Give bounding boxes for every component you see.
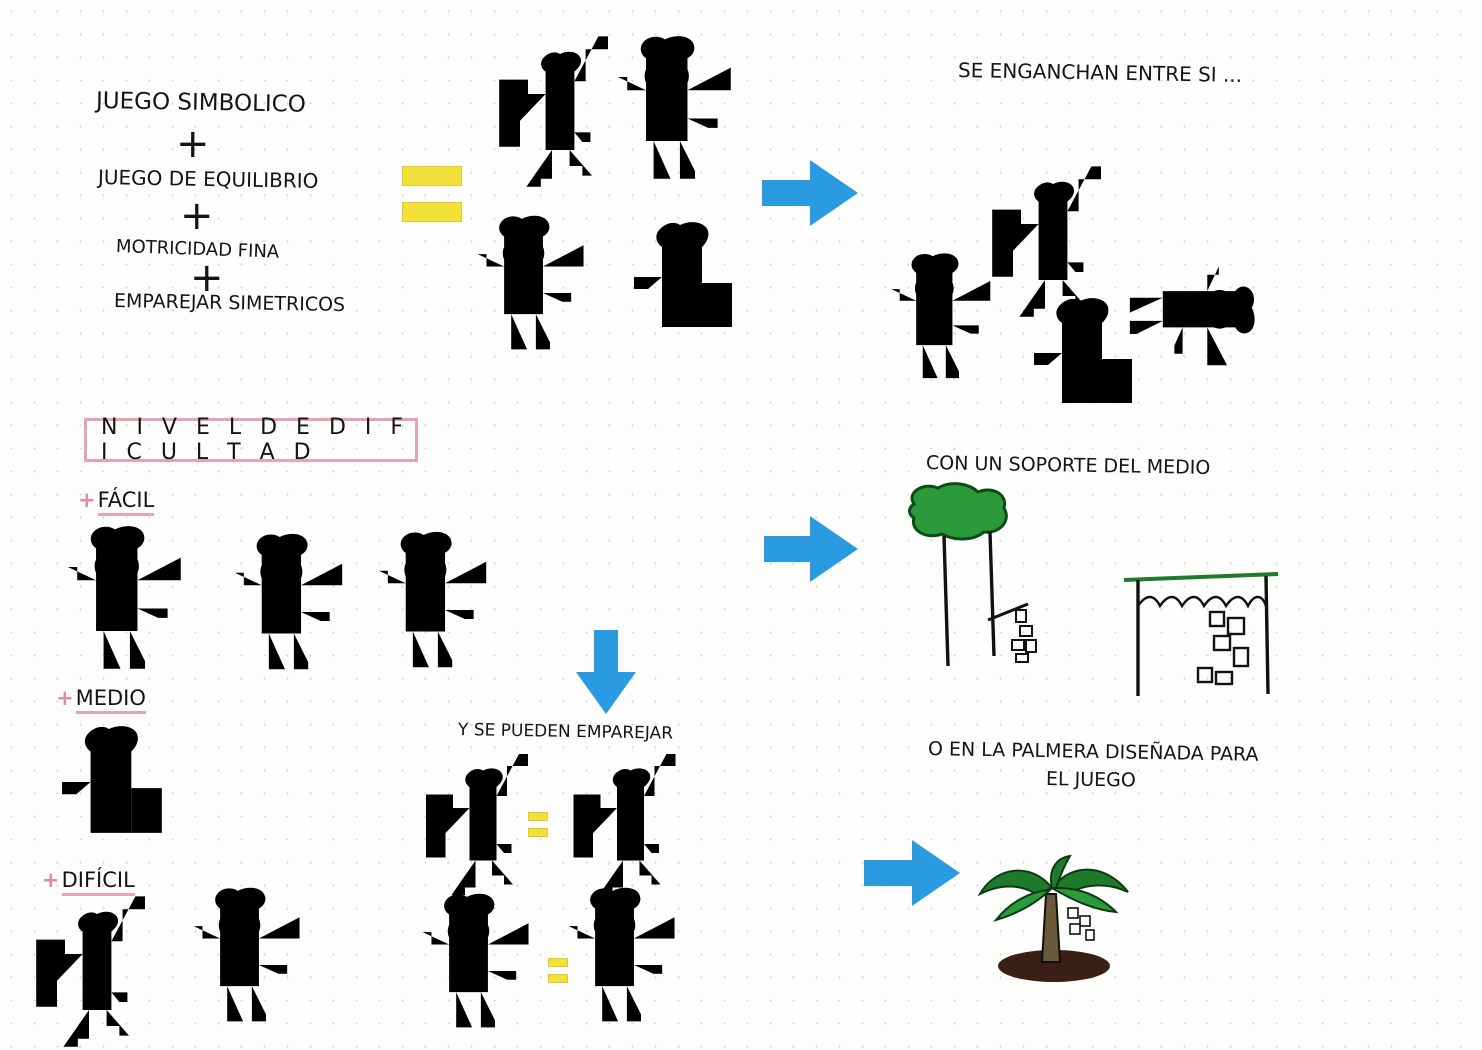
title-symmetric-matching: Emparejar simetricos bbox=[113, 290, 346, 317]
bullet-plus: + bbox=[42, 868, 60, 892]
pair-figure-3 bbox=[422, 893, 529, 1028]
pergola-icon bbox=[1123, 572, 1279, 696]
interlocked-figure-2 bbox=[891, 253, 991, 379]
caption-can-pair: Y se pueden emparejar bbox=[457, 720, 674, 744]
level-medium-label: +Medio bbox=[56, 686, 146, 714]
tree-icon bbox=[908, 482, 1037, 667]
figure-top-3 bbox=[477, 215, 584, 350]
interlocked-figure-4 bbox=[1129, 266, 1255, 366]
caption-support: Con un soporte del medio bbox=[925, 452, 1211, 479]
plus-sign-2: + bbox=[180, 193, 214, 239]
equals-icon bbox=[528, 812, 548, 842]
plus-sign-1: + bbox=[176, 121, 210, 167]
pair-figure-1 bbox=[426, 754, 528, 895]
medium-figure bbox=[62, 726, 162, 833]
figure-top-1 bbox=[499, 36, 608, 187]
hard-figure-1 bbox=[36, 896, 146, 1047]
equals-icon bbox=[548, 958, 568, 988]
level-easy-label: +Fácil bbox=[78, 488, 155, 516]
level-medium-text: Medio bbox=[75, 686, 146, 714]
figure-top-2 bbox=[617, 36, 731, 179]
level-hard-label: +Difícil bbox=[42, 868, 135, 896]
easy-figure-2 bbox=[234, 533, 343, 670]
title-balance-play: Juego de equilibrio bbox=[97, 165, 319, 193]
hard-figure-2 bbox=[193, 887, 300, 1022]
plus-sign-3: + bbox=[190, 255, 224, 301]
bullet-plus: + bbox=[56, 686, 74, 710]
title-symbolic-play: Juego simbolico bbox=[95, 88, 307, 118]
level-easy-text: Fácil bbox=[97, 488, 155, 516]
right-arrow-icon bbox=[762, 160, 858, 226]
equals-icon bbox=[402, 166, 462, 226]
caption-hook-together: Se enganchan entre si ... bbox=[957, 58, 1243, 87]
palm-tree-icon bbox=[977, 854, 1129, 982]
caption-palm-line2: el juego bbox=[1045, 768, 1137, 792]
figure-top-4 bbox=[634, 222, 732, 327]
down-arrow-icon bbox=[576, 630, 636, 714]
easy-figure-1 bbox=[67, 526, 181, 669]
difficulty-heading: N I V E L D E D I F I C U L T A D bbox=[101, 415, 410, 465]
pair-figure-2 bbox=[573, 754, 676, 895]
right-arrow-icon bbox=[764, 516, 858, 582]
difficulty-heading-box: N I V E L D E D I F I C U L T A D bbox=[84, 415, 418, 465]
right-arrow-icon bbox=[864, 840, 960, 906]
level-hard-text: Difícil bbox=[61, 868, 135, 896]
bullet-plus: + bbox=[78, 488, 96, 512]
easy-figure-3 bbox=[378, 531, 487, 668]
caption-palm-line1: O en la palmera diseñada para bbox=[927, 738, 1259, 766]
pair-figure-4 bbox=[568, 887, 675, 1022]
